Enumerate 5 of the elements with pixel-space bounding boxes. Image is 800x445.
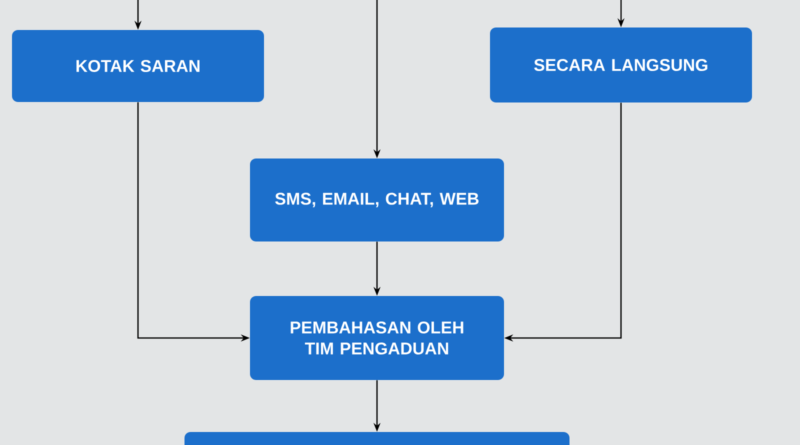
process-box: KOTAK SARAN — [12, 30, 264, 102]
process-box: SMS, EMAIL, CHAT, WEB — [250, 158, 504, 242]
process-box: SECARA LANGSUNG — [490, 28, 752, 102]
process-box: PEMBAHASAN OLEH TIM PENGADUAN — [250, 296, 504, 380]
process-box — [184, 432, 570, 445]
